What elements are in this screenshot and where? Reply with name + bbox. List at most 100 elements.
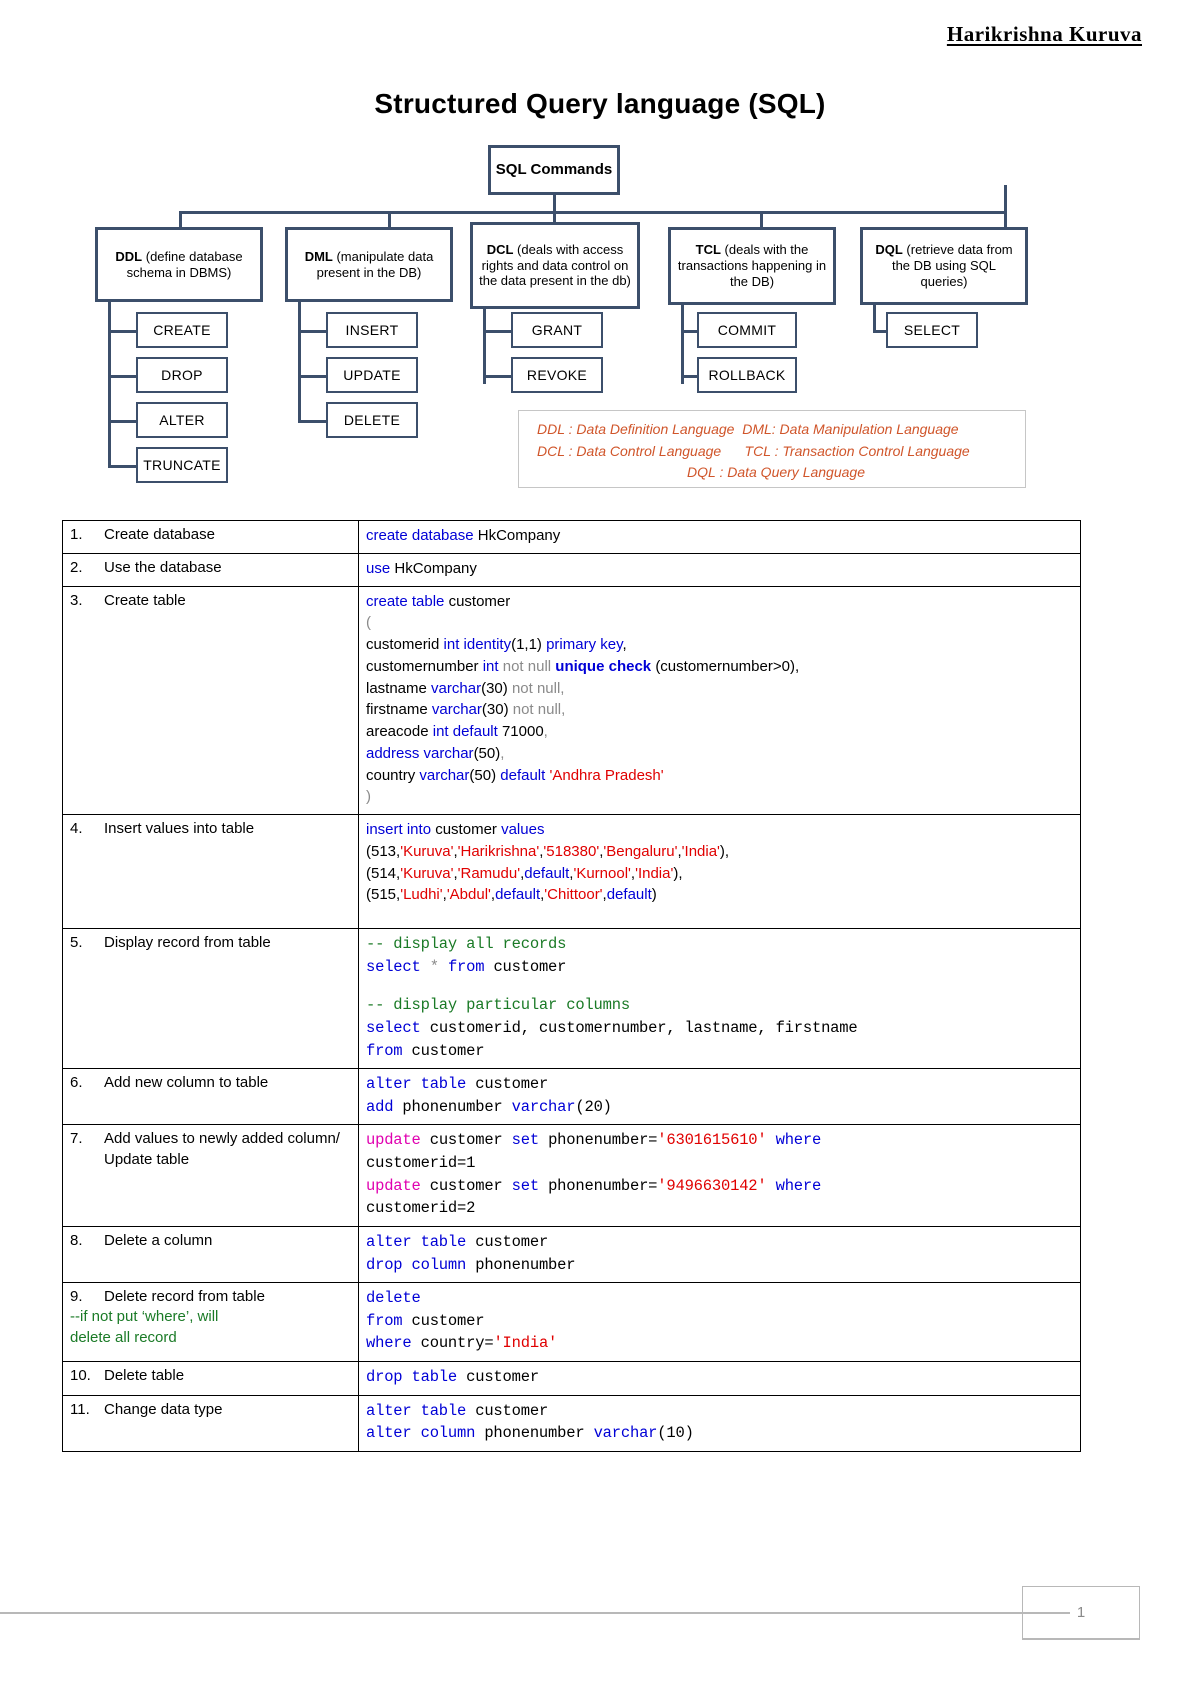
code-block: alter table customer alter column phonen…	[366, 1401, 694, 1443]
connector-ddl-4	[108, 465, 138, 468]
legend-line-1: DDL : Data Definition Language DML: Data…	[537, 421, 959, 437]
row-task: Add new column to table	[104, 1074, 269, 1092]
row-number: 5.	[70, 934, 83, 951]
table-row: 9. Delete record from table --if not put…	[62, 1282, 1081, 1362]
diagram-leaf-grant: GRANT	[511, 312, 603, 348]
connector-drop-tcl	[760, 211, 763, 227]
table-row: 5. Display record from table -- display …	[62, 927, 1081, 1070]
task-cell: 9. Delete record from table --if not put…	[62, 1282, 359, 1362]
branch-desc-dql: (retrieve data from the DB using SQL que…	[891, 242, 1013, 289]
diagram-leaf-insert: INSERT	[326, 312, 418, 348]
branch-desc-dcl: (deals with access rights and data contr…	[479, 241, 631, 289]
diagram-legend: DDL : Data Definition Language DML: Data…	[518, 410, 1026, 488]
page-number-box: 1	[1022, 1586, 1140, 1640]
code-cell: delete from customer where country='Indi…	[358, 1282, 1081, 1362]
author-name: Harikrishna Kuruva	[946, 22, 1142, 46]
row-task: Delete a column	[104, 1231, 213, 1249]
row-number: 4.	[70, 820, 83, 837]
table-row: 4. Insert values into table insert into …	[62, 814, 1081, 929]
row-number: 10.	[70, 1367, 91, 1384]
code-block: create table customer ( customerid int i…	[366, 592, 800, 806]
row-task: Create table	[104, 591, 186, 609]
sql-commands-diagram: SQL Commands DDL (define database schema…	[60, 140, 1140, 510]
code-block: alter table customer drop column phonenu…	[366, 1232, 576, 1274]
connector-dml-3	[298, 420, 328, 423]
code-block: alter table customer add phonenumber var…	[366, 1075, 612, 1116]
code-cell: update customer set phonenumber='6301615…	[358, 1124, 1081, 1227]
table-row: 3. Create table create table customer ( …	[62, 585, 1081, 815]
code-cell: create database HkCompany	[358, 520, 1081, 554]
diagram-leaf-alter: ALTER	[136, 402, 228, 438]
branch-code-tcl: TCL	[695, 242, 721, 258]
connector-ddl-1	[108, 330, 138, 333]
code-block: -- display all records select * from cus…	[366, 935, 858, 1060]
diagram-branch-dcl: DCL (deals with access rights and data c…	[470, 222, 640, 309]
row-task: Display record from table	[104, 934, 271, 951]
row-number: 8.	[70, 1231, 83, 1249]
table-row: 6. Add new column to table alter table c…	[62, 1068, 1081, 1126]
connector-tcl-spine	[681, 305, 684, 384]
task-cell: 7. Add values to newly added column/ Upd…	[62, 1124, 359, 1227]
branch-code-dql: DQL	[875, 242, 903, 258]
table-row: 8. Delete a column alter table customer …	[62, 1225, 1081, 1284]
page-title: Structured Query language (SQL)	[374, 88, 826, 119]
task-cell: 10. Delete table	[62, 1361, 359, 1396]
task-cell: 11. Change data type	[62, 1394, 359, 1452]
connector-drop-dcl	[553, 211, 556, 227]
branch-code-ddl: DDL	[115, 248, 143, 264]
row-number: 2.	[70, 558, 83, 576]
connector-bus	[179, 211, 1007, 214]
code-cell: alter table customer add phonenumber var…	[358, 1068, 1081, 1126]
branch-code-dml: DML	[304, 248, 333, 264]
code-block: update customer set phonenumber='6301615…	[366, 1131, 822, 1218]
row-note-line-1: --if not put ‘where’, will	[70, 1308, 219, 1326]
footer-divider	[0, 1612, 1070, 1614]
table-row: 2. Use the database use HkCompany	[62, 552, 1081, 587]
connector-dcl-spine	[483, 309, 486, 384]
table-row: 1. Create database create database HkCom…	[62, 520, 1081, 554]
table-row: 7. Add values to newly added column/ Upd…	[62, 1124, 1081, 1227]
diagram-leaf-rollback: ROLLBACK	[697, 357, 797, 393]
connector-ddl-2	[108, 375, 138, 378]
row-task: Create database	[104, 526, 215, 543]
code-cell: drop table customer	[358, 1361, 1081, 1396]
row-task: Delete record from table	[104, 1288, 265, 1306]
code-cell: alter table customer drop column phonenu…	[358, 1225, 1081, 1284]
task-cell: 5. Display record from table	[62, 927, 359, 1070]
row-number: 11.	[70, 1400, 90, 1418]
code-block: drop table customer	[366, 1368, 539, 1386]
row-number: 6.	[70, 1074, 83, 1092]
diagram-leaf-select: SELECT	[886, 312, 978, 348]
connector-dml-1	[298, 330, 328, 333]
branch-desc-ddl: (define database schema in DBMS)	[126, 248, 243, 280]
code-cell: create table customer ( customerid int i…	[358, 585, 1081, 815]
connector-tcl-1	[681, 330, 711, 333]
code-cell: use HkCompany	[358, 552, 1081, 587]
row-task: Insert values into table	[104, 820, 255, 837]
legend-line-3: DQL : Data Query Language	[687, 464, 865, 481]
branch-desc-dml: (manipulate data present in the DB)	[316, 248, 434, 280]
connector-ddl-3	[108, 420, 138, 423]
connector-drop-dml	[388, 211, 391, 227]
row-task: Use the database	[104, 558, 222, 576]
code-cell: alter table customer alter column phonen…	[358, 1394, 1081, 1452]
diagram-leaf-revoke: REVOKE	[511, 357, 603, 393]
code-cell: insert into customer values (513,'Kuruva…	[358, 814, 1081, 929]
connector-dql-spine	[873, 305, 876, 332]
task-cell: 3. Create table	[62, 585, 359, 815]
connector-dcl-1	[483, 330, 513, 333]
code-cell: -- display all records select * from cus…	[358, 927, 1081, 1070]
connector-drop-ddl	[179, 211, 182, 227]
connector-dcl-2	[483, 375, 513, 378]
connector-dml-2	[298, 375, 328, 378]
connector-root-down	[553, 195, 556, 213]
diagram-branch-dml: DML (manipulate data present in the DB)	[285, 227, 453, 302]
connector-ddl-spine	[108, 302, 111, 467]
diagram-leaf-delete: DELETE	[326, 402, 418, 438]
diagram-branch-ddl: DDL (define database schema in DBMS)	[95, 227, 263, 302]
diagram-leaf-update: UPDATE	[326, 357, 418, 393]
row-note-line-2: delete all record	[70, 1328, 177, 1346]
row-task: Delete table	[104, 1367, 185, 1384]
code-block: use HkCompany	[366, 559, 477, 577]
